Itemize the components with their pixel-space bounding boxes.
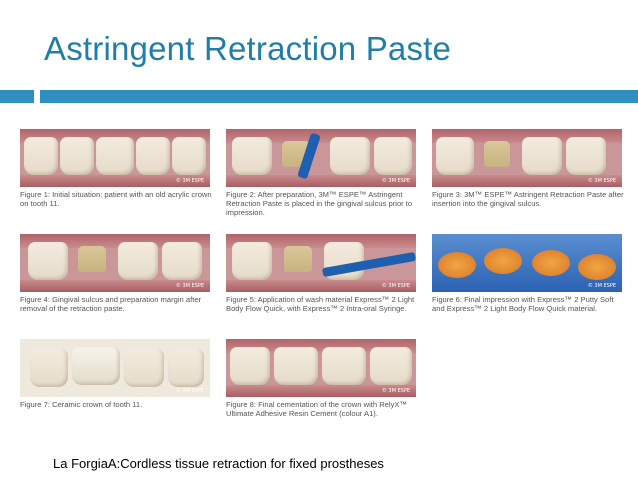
figure-8: © 3M ESPE Figure 8: Final cementation of… [226, 339, 426, 418]
figure-2-photo: © 3M ESPE [226, 129, 416, 187]
figure-8-caption: Figure 8: Final cementation of the crown… [226, 400, 408, 418]
figure-2-caption: Figure 2: After preparation, 3M™ ESPE™ A… [226, 190, 413, 217]
figure-4-stamp: © 3M ESPE [175, 283, 204, 289]
figure-8-stamp: © 3M ESPE [381, 388, 410, 394]
figure-6-stamp: © 3M ESPE [587, 283, 616, 289]
figure-5-stamp: © 3M ESPE [381, 283, 410, 289]
figure-7-stamp: © 3M ESPE [175, 388, 204, 394]
slide-title: Astringent Retraction Paste [44, 30, 452, 67]
title-rule-left [0, 90, 34, 103]
figure-7: © 3M ESPE Figure 7: Ceramic crown of too… [20, 339, 220, 409]
figure-2: © 3M ESPE Figure 2: After preparation, 3… [226, 129, 426, 217]
figure-8-photo: © 3M ESPE [226, 339, 416, 397]
figure-1-photo: © 3M ESPE [20, 129, 210, 187]
figure-5: © 3M ESPE Figure 5: Application of wash … [226, 234, 426, 313]
figure-1-stamp: © 3M ESPE [175, 178, 204, 184]
citation: La ForgiaA:Cordless tissue retraction fo… [53, 456, 384, 471]
figure-4-photo: © 3M ESPE [20, 234, 210, 292]
title-rule-right [40, 90, 638, 103]
figure-4: © 3M ESPE Figure 4: Gingival sulcus and … [20, 234, 220, 313]
figure-7-caption: Figure 7: Ceramic crown of tooth 11. [20, 400, 143, 409]
figure-2-stamp: © 3M ESPE [381, 178, 410, 184]
figure-4-caption: Figure 4: Gingival sulcus and preparatio… [20, 295, 202, 313]
figure-3-photo: © 3M ESPE [432, 129, 622, 187]
figure-6-caption: Figure 6: Final impression with Express™… [432, 295, 614, 313]
figure-3: © 3M ESPE Figure 3: 3M™ ESPE™ Astringent… [432, 129, 632, 208]
figure-5-photo: © 3M ESPE [226, 234, 416, 292]
figure-3-stamp: © 3M ESPE [587, 178, 616, 184]
figure-6: © 3M ESPE Figure 6: Final impression wit… [432, 234, 632, 313]
figure-3-caption: Figure 3: 3M™ ESPE™ Astringent Retractio… [432, 190, 624, 208]
figure-6-photo: © 3M ESPE [432, 234, 622, 292]
figure-1: © 3M ESPE Figure 1: Initial situation: p… [20, 129, 220, 208]
figure-7-photo: © 3M ESPE [20, 339, 210, 397]
figure-5-caption: Figure 5: Application of wash material E… [226, 295, 415, 313]
figure-1-caption: Figure 1: Initial situation: patient wit… [20, 190, 212, 208]
